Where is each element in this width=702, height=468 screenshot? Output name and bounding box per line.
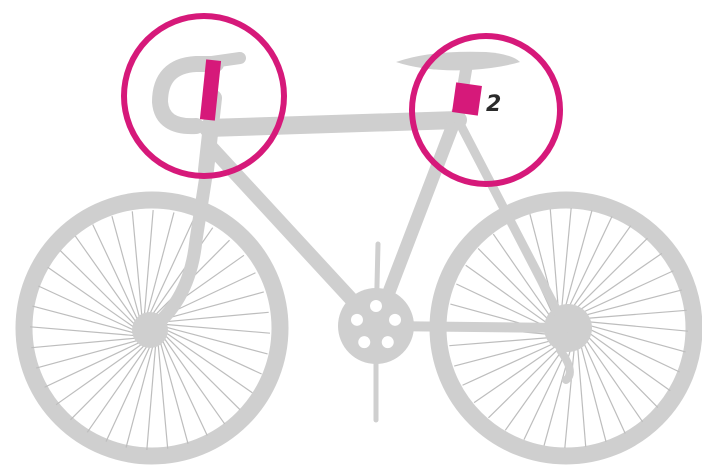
- chainring-hole: [351, 314, 363, 326]
- chainring-hole: [389, 314, 401, 326]
- spoke: [463, 340, 561, 385]
- spoke: [147, 340, 156, 450]
- spoke: [87, 342, 150, 432]
- spoke: [132, 211, 142, 320]
- spoke: [45, 340, 144, 387]
- spoke: [577, 290, 682, 317]
- spoke: [31, 338, 140, 348]
- spoke: [160, 324, 270, 333]
- spoke: [579, 337, 606, 442]
- spoke: [582, 330, 658, 407]
- spoke: [38, 286, 138, 332]
- spoke: [488, 342, 565, 418]
- spoke: [582, 326, 680, 372]
- spoke: [580, 335, 625, 433]
- spoke: [160, 336, 207, 435]
- chainring-hole: [382, 336, 394, 348]
- spoke: [158, 339, 168, 448]
- spoke: [580, 321, 688, 331]
- chainring: [338, 288, 414, 364]
- spoke: [581, 333, 643, 422]
- spoke: [570, 238, 647, 314]
- front-derailleur: [560, 350, 570, 380]
- spoke: [577, 339, 586, 447]
- spoke: [474, 341, 563, 403]
- spoke: [93, 225, 140, 324]
- spoke: [566, 216, 612, 314]
- spoke: [30, 327, 140, 336]
- spoke: [582, 328, 670, 391]
- spoke: [48, 267, 138, 330]
- spoke: [579, 310, 687, 319]
- spoke: [573, 253, 662, 315]
- spoke: [162, 330, 252, 393]
- spoke: [568, 226, 631, 314]
- chainring-hole: [370, 300, 382, 312]
- seatpost-highlight-marker: [452, 82, 482, 115]
- spoke: [581, 323, 685, 352]
- spoke: [575, 271, 673, 316]
- chainring-hole: [358, 336, 370, 348]
- seatpost-callout-number: 2: [486, 94, 501, 116]
- spoke: [561, 208, 571, 316]
- top-tube: [208, 120, 458, 128]
- spoke: [563, 210, 592, 314]
- spoke: [505, 342, 568, 430]
- spoke: [106, 342, 152, 442]
- spoke: [449, 337, 557, 346]
- saddle: [396, 52, 520, 71]
- spoke: [454, 339, 559, 366]
- spoke: [162, 328, 262, 374]
- spoke: [144, 210, 153, 320]
